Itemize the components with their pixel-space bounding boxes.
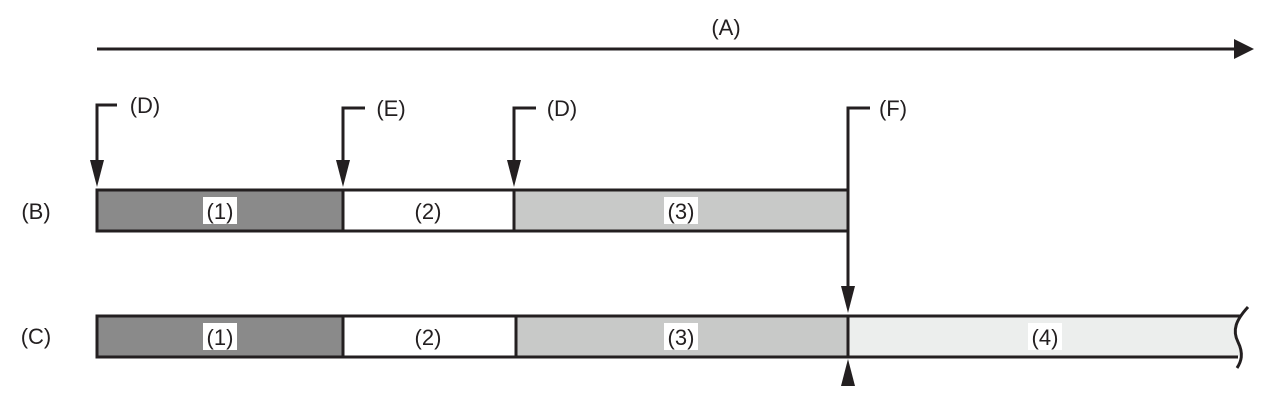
- row-c-segment-2: [343, 316, 516, 357]
- row-c: (1) (2) (3) (4): [95, 305, 1250, 369]
- row-b-segment-2: [343, 190, 514, 231]
- down-arrow-icon: [841, 286, 855, 313]
- row-label-c: (C): [21, 324, 52, 349]
- row-c-segment-2-label: (2): [415, 325, 442, 350]
- marker-d-2-label: (D): [547, 96, 578, 121]
- row-label-b: (B): [21, 199, 50, 224]
- row-b-segment-3-label: (3): [668, 199, 695, 224]
- break-edge-icon: [1233, 305, 1250, 369]
- down-arrow-icon: [90, 160, 104, 187]
- time-axis-label: (A): [711, 15, 740, 40]
- row-c-segment-4-label: (4): [1032, 325, 1059, 350]
- marker-e-label: (E): [376, 96, 405, 121]
- marker-f-label: (F): [879, 96, 907, 121]
- down-arrow-icon: [336, 160, 350, 187]
- row-b: (1) (2) (3): [95, 188, 850, 233]
- row-b-segment-2-label: (2): [415, 199, 442, 224]
- row-c-segment-3-label: (3): [668, 325, 695, 350]
- marker-d-2: [507, 106, 536, 187]
- marker-d-1-label: (D): [130, 93, 161, 118]
- down-arrow-icon: [507, 160, 521, 187]
- marker-f: [841, 106, 870, 386]
- row-b-segment-1-label: (1): [207, 199, 234, 224]
- marker-d-1: [90, 103, 117, 187]
- marker-e: [336, 106, 365, 187]
- up-arrow-icon: [841, 359, 855, 386]
- time-axis-arrow: [97, 39, 1254, 59]
- row-c-segment-1-label: (1): [207, 325, 234, 350]
